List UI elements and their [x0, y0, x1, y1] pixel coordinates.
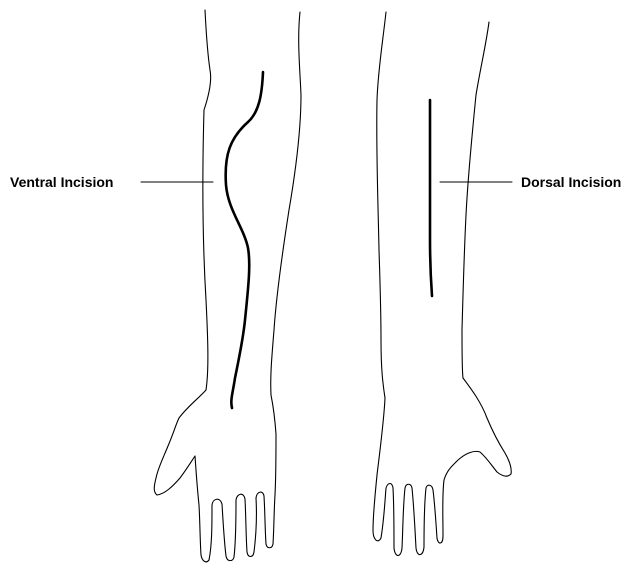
ventral-incision-line [226, 72, 263, 408]
dorsal-incision-line [430, 100, 432, 296]
ventral-incision-label: Ventral Incision [10, 174, 113, 190]
dorsal-incision-label: Dorsal Incision [521, 174, 621, 190]
dorsal-arm-outline [373, 12, 511, 556]
ventral-arm-outline [154, 10, 301, 562]
